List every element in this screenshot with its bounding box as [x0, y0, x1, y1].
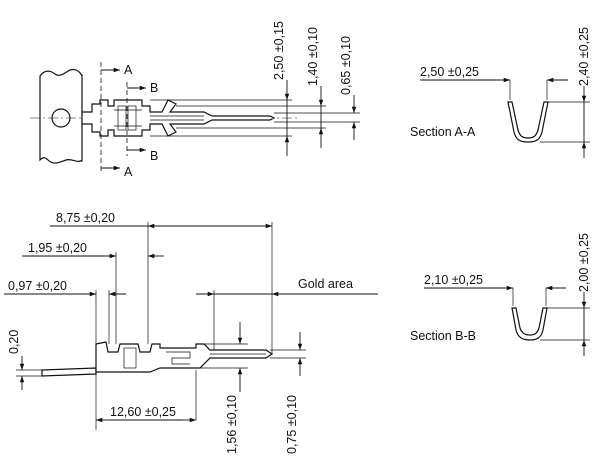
dim-0-97-text: 0,97 ±0,20 [8, 279, 67, 293]
label-a-bottom: A [124, 165, 133, 179]
crimp-slot-1 [117, 105, 127, 131]
dim-b-width-text: 2,10 ±0,25 [424, 273, 483, 287]
dim-12-60-text: 12,60 ±0,25 [110, 405, 176, 419]
dim-2-50-text: 2,50 ±0,15 [272, 21, 286, 80]
dim-b-height-text: 2,00 ±0,25 [577, 233, 591, 292]
dim-a-width-text: 2,50 ±0,25 [420, 65, 479, 79]
terminal-body-top [81, 99, 276, 137]
top-view: A A B B 2,50 ±0,15 1,40 ±0,10 0,65 ±0,10 [30, 21, 360, 179]
section-a-profile [507, 101, 549, 143]
dim-8-75-text: 8,75 ±0,20 [56, 211, 115, 225]
crimp-slot-2 [127, 105, 137, 131]
side-carrier-tab [41, 367, 97, 377]
side-crimp-window [123, 347, 137, 369]
section-a-label: Section A-A [410, 125, 476, 139]
dim-1-95-text: 1,95 ±0,20 [28, 241, 87, 255]
dim-0-20-text: 0,20 [7, 330, 21, 354]
side-view: 8,75 ±0,20 1,95 ±0,20 0,97 ±0,20 Gold ar… [4, 211, 378, 454]
side-lance [166, 351, 191, 365]
label-a-top: A [124, 63, 133, 77]
dim-0-65-text: 0,65 ±0,10 [339, 36, 353, 95]
gold-area-label: Gold area [298, 277, 353, 291]
dim-a-height-text: 2,40 ±0,25 [577, 27, 591, 86]
dim-1-56-text: 1,56 ±0,10 [225, 395, 239, 454]
side-terminal-body [95, 341, 274, 373]
dim-1-40-text: 1,40 ±0,10 [306, 27, 320, 86]
section-b-profile [511, 307, 548, 341]
label-b-bottom: B [150, 149, 158, 163]
label-b-top: B [150, 81, 158, 95]
dim-0-75-text: 0,75 ±0,10 [285, 395, 299, 454]
section-b-label: Section B-B [410, 329, 476, 343]
section-a-a: 2,50 ±0,25 2,40 ±0,25 Section A-A [410, 27, 591, 158]
section-b-b: 2,10 ±0,25 2,00 ±0,25 Section B-B [410, 233, 591, 356]
